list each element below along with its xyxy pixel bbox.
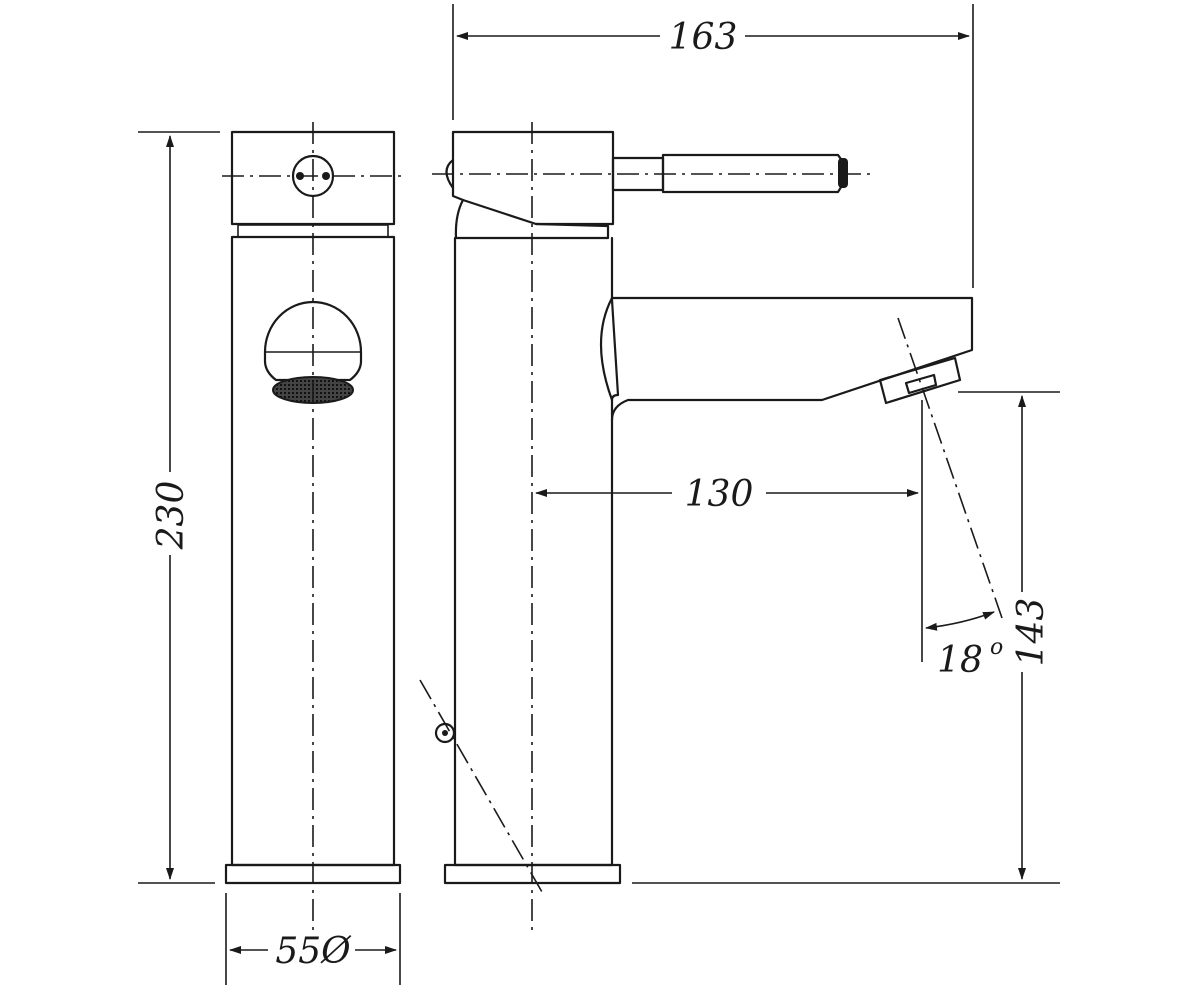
side-body [453, 236, 620, 867]
spout-joint [599, 296, 614, 402]
dim-spout-angle: 18 [937, 640, 983, 681]
lever-end-cap [838, 158, 848, 188]
spout-aerator [878, 356, 962, 405]
side-collar [454, 198, 610, 240]
side-handle-knob [445, 158, 455, 190]
side-handle-head [451, 130, 615, 226]
spout-flow-axis [897, 317, 1003, 619]
dim-base-diameter: 55Ø [275, 931, 352, 972]
dim-overall-depth: 163 [669, 17, 738, 58]
dimensions: 230 55Ø 163 130 143 18 o [138, 4, 1060, 985]
side-view [419, 122, 1003, 930]
mounting-nut-icon [434, 722, 456, 744]
dim-total-height: 230 [151, 481, 192, 551]
front-view [222, 122, 404, 935]
degree-symbol: o [990, 635, 1003, 660]
dim-spout-height: 143 [1011, 598, 1052, 667]
nut-axis-line [419, 679, 543, 893]
spout [610, 296, 974, 422]
dim-spout-reach: 130 [685, 474, 754, 515]
